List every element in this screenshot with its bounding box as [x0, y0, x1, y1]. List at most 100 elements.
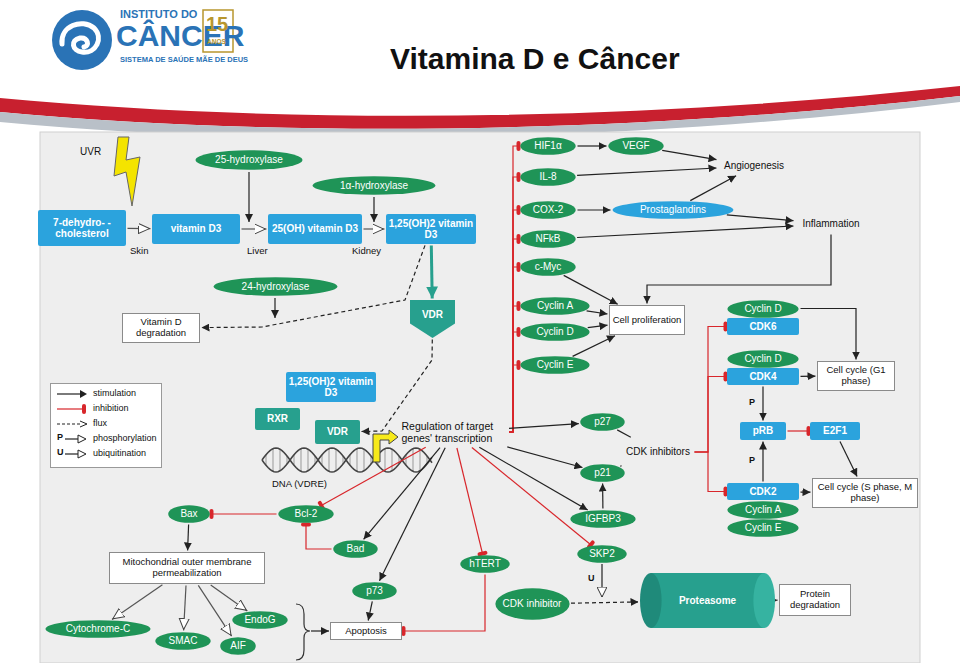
stimulation-connector	[198, 585, 231, 636]
logo-text: INSTITUTO DO	[120, 8, 197, 20]
stimulation-connector	[364, 228, 385, 229]
page-title: Vitamina D e Câncer	[390, 42, 680, 75]
dna-rung	[357, 449, 358, 472]
node-text: Mitochondrial outer membrane permeabiliz…	[110, 557, 264, 579]
node-text: Cyclin E	[537, 359, 574, 371]
ellipse-outline	[220, 637, 256, 655]
ellipse-outline	[495, 588, 569, 619]
legend-text: stimulation	[93, 388, 136, 398]
node-text: EndoG	[244, 614, 275, 626]
node-text: Protein degradation	[780, 589, 850, 611]
inhibition-connector	[457, 448, 483, 554]
node-text: CDK2	[749, 486, 776, 498]
molecule-ellipse: VEGF	[608, 137, 664, 155]
stimulation-connector	[620, 465, 621, 467]
legend-text: flux	[93, 418, 107, 428]
ellipse-outline	[727, 501, 798, 519]
ellipse-outline	[577, 545, 627, 563]
molecule-ellipse: Cyclin E	[520, 356, 590, 374]
legend-box: stimulationinhibitionfluxphosphorylation…	[50, 383, 162, 468]
stimulation-connector	[840, 441, 857, 476]
node-text: c-Myc	[535, 261, 562, 273]
inhibition-connector	[509, 177, 519, 432]
stimulation-connector	[507, 447, 582, 468]
node-text: Cyclin D	[744, 303, 781, 315]
molecule-ellipse: 24-hydroxylase	[213, 277, 338, 296]
inhibition-connector	[306, 525, 332, 550]
ellipse-outline	[520, 137, 575, 155]
ellipse-outline	[727, 519, 798, 537]
inhibition-connector	[509, 146, 519, 432]
process-box: 7-dehydro- -cholesterol	[38, 210, 126, 246]
node-text: Cell cycle (S phase, M phase)	[813, 482, 917, 504]
molecule-ellipse: Cyclin A	[520, 297, 590, 315]
enzyme-leader	[274, 298, 275, 318]
ellipse-outline	[278, 505, 333, 523]
stimulation-connector	[573, 336, 615, 357]
stimulation-connector	[368, 601, 372, 620]
node-text: Prostaglandins	[640, 204, 706, 216]
dna-rung	[413, 449, 414, 472]
molecule-ellipse: Cyclin D	[727, 350, 799, 368]
molecule-ellipse: p73	[352, 582, 397, 600]
process-box: vitamin D3	[152, 214, 240, 244]
node-text: vitamin D3	[171, 223, 222, 235]
dna-strand	[262, 448, 432, 472]
inhibition-connector	[788, 430, 809, 431]
annotation-label: Kidney	[352, 246, 381, 256]
stimulation-connector	[202, 245, 426, 327]
molecule-ellipse: IL-8	[520, 168, 576, 186]
text-node: CDK inhibitors	[623, 438, 693, 466]
dna-rung	[308, 449, 309, 471]
process-box: 1,25(OH)2 vitamin D3	[386, 214, 476, 244]
molecule-ellipse: Bax	[168, 505, 210, 523]
ellipse-outline	[520, 258, 575, 276]
node-text: Cell proliferation	[613, 315, 682, 326]
dna-rung	[392, 449, 393, 471]
ellipse-outline	[520, 323, 589, 341]
process-box: CDK4	[727, 368, 799, 385]
stimulation-connector	[587, 311, 608, 314]
stimulation-connector	[184, 586, 186, 631]
edge-label: P	[748, 398, 756, 408]
node-text: CDK6	[749, 321, 776, 333]
annotation-label: Skin	[130, 246, 148, 256]
node-text: Proteasome	[679, 595, 736, 607]
molecule-ellipse: SMAC	[155, 632, 211, 650]
node-text: Apoptosis	[345, 626, 387, 637]
node-text: Cyclin D	[536, 326, 573, 338]
node-text: Cyclin E	[745, 522, 782, 534]
stimulation-connector	[479, 447, 587, 510]
stimulation-connector	[112, 585, 162, 620]
molecule-ellipse: hTERT	[460, 555, 510, 573]
outcome-box: Protein degradation	[779, 584, 851, 616]
group-bracket	[296, 604, 310, 660]
stimulation-connector	[762, 442, 763, 482]
dna-rung	[280, 449, 281, 471]
inhibition-connector	[509, 306, 519, 432]
ellipse-outline	[520, 201, 575, 219]
ellipse-outline	[520, 297, 589, 315]
molecule-ellipse: Cytochrome-C	[45, 620, 151, 638]
node-text: AIF	[230, 640, 246, 652]
ellipse-outline	[333, 540, 378, 558]
node-text: CDK4	[749, 371, 776, 383]
stimulation-connector	[242, 228, 267, 229]
stimulation-connector	[801, 309, 857, 360]
inhibition-connector	[509, 267, 519, 432]
stimulation-connector	[571, 602, 639, 603]
node-text: E2F1	[823, 425, 847, 437]
molecule-ellipse: EndoG	[232, 611, 288, 629]
outcome-box: Apoptosis	[330, 622, 402, 640]
node-text: 1,25(OH)2 vitamin D3	[286, 376, 376, 399]
node-text: NFkB	[536, 233, 561, 245]
ellipse-outline	[168, 505, 210, 523]
proteasome-cylinder: Proteasome	[640, 573, 775, 628]
stimulation-connector	[577, 226, 793, 238]
stimulation-connector	[128, 228, 151, 229]
transcription-arrow	[373, 430, 398, 462]
stimulation-connector	[801, 376, 816, 377]
process-box: 1,25(OH)2 vitamin D3	[286, 372, 376, 402]
node-text: SKP2	[589, 548, 615, 560]
